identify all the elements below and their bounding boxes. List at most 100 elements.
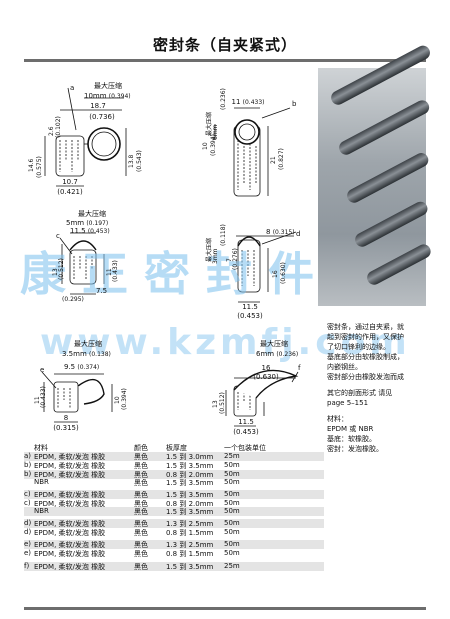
cell-color: 黑色 — [134, 462, 148, 470]
table-row: b)EPDM, 柔软/发泡 橡胶 黑色 0.8 到 2.0mm 50m — [24, 470, 324, 479]
cell-material: EPDM, 柔软/发泡 橡胶 — [34, 491, 106, 499]
cell-unit: 50m — [224, 507, 240, 515]
cell-material: EPDM, 柔软/发泡 橡胶 — [34, 550, 106, 558]
profile-a-drawing — [44, 87, 127, 187]
profile-b-letter: b — [292, 100, 297, 108]
cell-material: EPDM, 柔软/发泡 橡胶 — [34, 563, 106, 571]
profile-c-d3-inch: (0.433) — [112, 260, 119, 282]
cell-thickness: 1.5 到 3.5mm — [166, 491, 214, 499]
description-para-3: 材料： EPDM 或 NBR 基底：软橡胶。 密封：发泡橡胶。 — [327, 415, 383, 453]
cell-unit: 50m — [224, 490, 240, 498]
page-title: 密封条（自夹紧式） — [152, 36, 297, 54]
profile-b-d2: 10 — [202, 142, 209, 150]
profile-f-max-caption: 最大压缩 — [260, 340, 288, 348]
description-para-2: 其它的剖面形式 请见 page 5–151 — [327, 389, 393, 407]
profile-c-letter: c — [56, 232, 60, 240]
cell-thickness: 1.3 到 2.5mm — [166, 541, 214, 549]
cell-id: b) — [24, 461, 32, 469]
profile-c-max-caption: 最大压缩 — [78, 210, 106, 218]
cell-material: EPDM, 柔软/发泡 橡胶 — [34, 462, 106, 470]
profile-a-d2-inch: (0.102) — [55, 116, 62, 138]
watermark-url: www.kzmfj.com — [40, 322, 411, 363]
cell-color: 黑色 — [134, 541, 148, 549]
cell-thickness: 1.5 到 3.5mm — [166, 479, 214, 487]
profile-a-d5-inch: (0.421) — [57, 188, 83, 196]
profile-b-d2-inch: (0.394) — [210, 134, 217, 156]
profile-c-d1: 11.5 (0.453) — [70, 227, 110, 235]
profile-b-d3: 21 — [270, 156, 277, 164]
cell-unit: 50m — [224, 549, 240, 557]
cell-thickness: 1.5 到 3.5mm — [166, 563, 214, 571]
cell-material: EPDM, 柔软/发泡 橡胶 — [34, 529, 106, 537]
profile-a-max-caption: 最大压缩 — [94, 82, 122, 90]
profile-b-d3-inch: (0.827) — [278, 148, 285, 170]
profile-c-d2-inch: (0.512) — [58, 258, 65, 280]
cell-color: 黑色 — [134, 508, 148, 516]
profile-a-d3: 14.6 — [28, 158, 35, 172]
profile-e-letter: e — [40, 366, 45, 374]
cell-color: 黑色 — [134, 529, 148, 537]
profile-a-letter: a — [70, 84, 75, 92]
cell-material: EPDM, 柔软/发泡 橡胶 — [34, 453, 106, 461]
profile-b-drawing — [214, 107, 291, 197]
cell-id: d) — [24, 519, 32, 527]
profile-a-max-value: 10mm (0.394) — [84, 92, 131, 100]
cell-thickness: 1.5 到 3.0mm — [166, 453, 214, 461]
profile-a-d2: 2.6 — [48, 126, 55, 136]
profile-f-letter: f — [298, 364, 301, 372]
profile-e-d4: 8 — [63, 414, 69, 422]
cell-material: EPDM, 柔软/发泡 橡胶 — [34, 500, 106, 508]
profile-b-d1: 11 (0.433) — [231, 98, 265, 106]
profile-f-d1-inch: (0.630) — [253, 373, 279, 381]
cell-id: b) — [24, 470, 32, 478]
cell-thickness: 0.8 到 2.0mm — [166, 471, 214, 479]
profile-e-d3-inch: (0.394) — [121, 388, 128, 410]
profile-a-d4: 13.8 — [128, 154, 135, 168]
cell-id: c) — [24, 499, 31, 507]
profile-a-d4-inch: (0.543) — [136, 150, 143, 172]
cell-id: e) — [24, 540, 32, 548]
profile-e-d2-inch: (0.433) — [40, 386, 47, 408]
profile-d-d2-inch: (0.276) — [232, 248, 239, 270]
profile-e-d4-inch: (0.315) — [53, 424, 79, 432]
cell-unit: 50m — [224, 528, 240, 536]
cell-thickness: 0.8 到 2.0mm — [166, 500, 214, 508]
cell-material: EPDM, 柔软/发泡 橡胶 — [34, 541, 106, 549]
profile-f-d1: 16 — [261, 364, 271, 372]
bottom-divider — [24, 607, 426, 610]
profile-a-d1-inch: (0.736) — [89, 113, 115, 121]
table-header: 材料 颜色 板厚度 一个包装单位 — [34, 444, 266, 452]
cell-unit: 50m — [224, 499, 240, 507]
profile-c-max-value: 5mm (0.197) — [66, 219, 109, 227]
title-divider — [24, 59, 426, 62]
cell-material: EPDM, 柔软/发泡 橡胶 — [34, 471, 106, 479]
cell-color: 黑色 — [134, 500, 148, 508]
cell-material: EPDM, 柔软/发泡 橡胶 — [34, 520, 106, 528]
cell-id: d) — [24, 528, 32, 536]
cell-color: 黑色 — [134, 471, 148, 479]
cell-unit: 25m — [224, 562, 240, 570]
profile-f-d2: 13 — [212, 400, 219, 408]
table-row: f) EPDM, 柔软/发泡 橡胶 黑色 1.5 到 3.5mm 25m — [24, 562, 324, 571]
profile-e-max-caption: 最大压缩 — [74, 340, 102, 348]
description-para-1: 密封条，通过自夹紧，就 起到密封的作用，又保护 了切口锋利的边缘。 基底部分由软… — [327, 323, 404, 381]
cell-id: f) — [24, 562, 30, 570]
profile-a-d5: 10.7 — [62, 178, 78, 186]
cell-unit: 50m — [224, 478, 240, 486]
cell-color: 黑色 — [134, 563, 148, 571]
profile-d-letter: d — [296, 230, 301, 238]
profile-c-d4: 7.5 — [96, 287, 108, 295]
profile-e-d3: 10 — [114, 396, 121, 404]
profile-f-max-value: 6mm (0.236) — [256, 350, 299, 358]
profile-e-d1: 9.5 (0.374) — [64, 363, 100, 371]
cell-thickness: 1.5 到 3.5mm — [166, 462, 214, 470]
cell-unit: 50m — [224, 470, 240, 478]
